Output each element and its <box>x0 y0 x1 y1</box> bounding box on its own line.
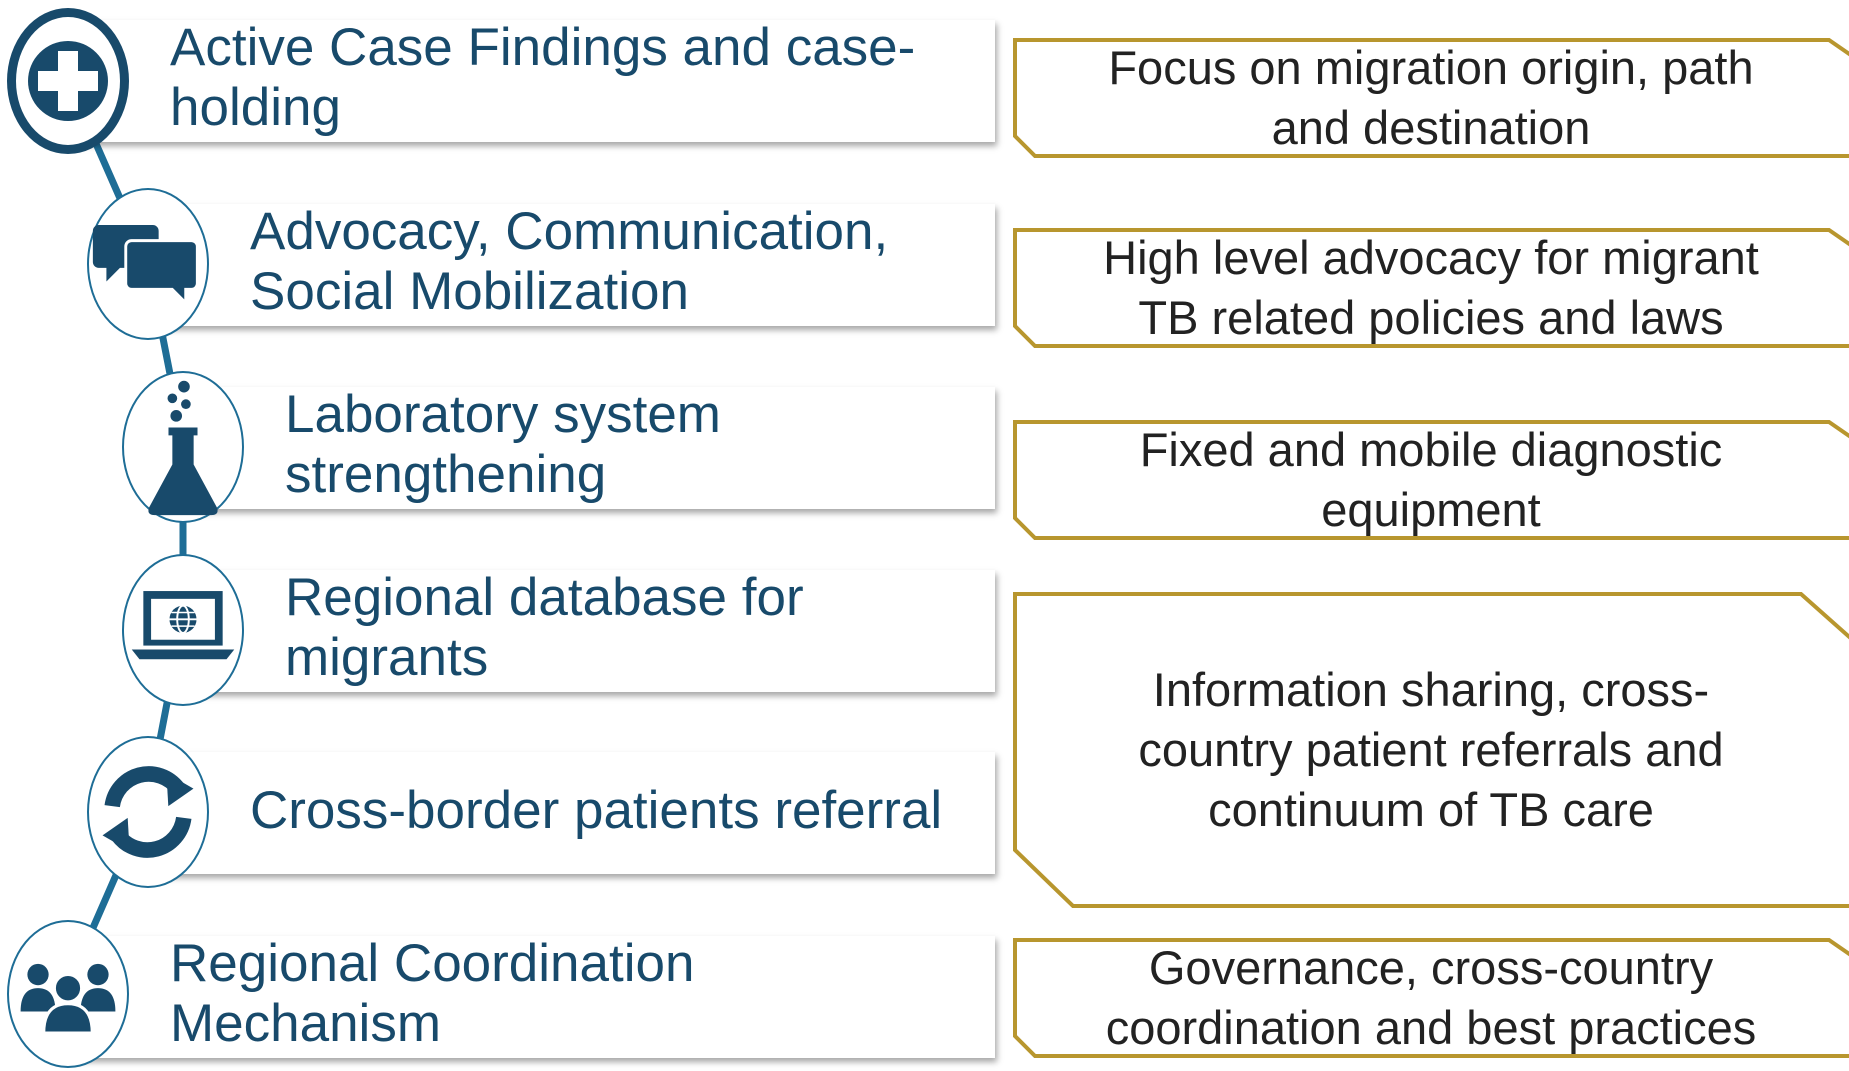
outcome-line-3: continuum of TB care <box>1208 783 1654 836</box>
left-card-active-case-finding <box>70 20 995 142</box>
left-label-active-case-finding: Active Case Findings and case- holding <box>170 18 915 138</box>
medical-cross-icon <box>7 8 129 154</box>
outcome-box-diagnostic: Fixed and mobile diagnostic equipment <box>1013 420 1849 540</box>
left-card-cross-border <box>150 752 995 874</box>
left-card-laboratory <box>185 387 995 509</box>
outcome-box-advocacy: High level advocacy for migrant TB relat… <box>1013 228 1849 348</box>
outcome-box-migration: Focus on migration origin, path and dest… <box>1013 38 1849 158</box>
outcome-line-2: and destination <box>1271 101 1591 154</box>
label-line-2: migrants <box>285 628 489 687</box>
people-group-icon <box>7 920 129 1068</box>
outcome-text-governance: Governance, cross-country coordination a… <box>1013 938 1849 1058</box>
speech-bubbles-icon <box>87 188 209 340</box>
outcome-text-information-sharing: Information sharing, cross- country pati… <box>1013 592 1849 908</box>
outcome-line-1: Fixed and mobile diagnostic <box>1139 423 1723 476</box>
outcome-line-1: Focus on migration origin, path <box>1108 41 1754 94</box>
outcome-line-1: High level advocacy for migrant <box>1103 231 1759 284</box>
label-line-2: strengthening <box>285 445 607 504</box>
label-line-1: Regional Coordination <box>170 934 695 993</box>
label-line-1: Active Case Findings and case- <box>170 18 916 77</box>
left-label-advocacy: Advocacy, Communication, Social Mobiliza… <box>250 202 888 322</box>
flask-icon <box>122 371 244 523</box>
laptop-globe-icon <box>122 554 244 706</box>
left-card-advocacy <box>150 204 995 326</box>
outcome-line-2: coordination and best practices <box>1105 1001 1757 1054</box>
outcome-box-information-sharing: Information sharing, cross- country pati… <box>1013 592 1849 908</box>
outcome-line-2: equipment <box>1321 483 1541 536</box>
left-label-coordination: Regional Coordination Mechanism <box>170 934 694 1054</box>
label-line-2: holding <box>170 78 341 137</box>
left-label-laboratory: Laboratory system strengthening <box>285 385 721 505</box>
label-line-2: Social Mobilization <box>250 262 689 321</box>
outcome-line-1: Governance, cross-country <box>1148 941 1714 994</box>
label-line-1: Cross-border patients referral <box>250 781 943 840</box>
left-card-coordination <box>70 936 995 1058</box>
outcome-box-governance: Governance, cross-country coordination a… <box>1013 938 1849 1058</box>
label-line-1: Regional database for <box>285 568 804 627</box>
refresh-arrows-icon <box>87 736 209 888</box>
outcome-text-migration: Focus on migration origin, path and dest… <box>1013 38 1849 158</box>
outcome-line-1: Information sharing, cross- <box>1152 663 1710 716</box>
label-line-1: Laboratory system <box>285 385 721 444</box>
outcome-line-2: TB related policies and laws <box>1138 291 1724 344</box>
left-label-cross-border: Cross-border patients referral <box>250 781 942 841</box>
outcome-line-2: country patient referrals and <box>1138 723 1724 776</box>
label-line-2: Mechanism <box>170 994 441 1053</box>
left-label-regional-database: Regional database for migrants <box>285 568 804 688</box>
outcome-text-diagnostic: Fixed and mobile diagnostic equipment <box>1013 420 1849 540</box>
left-card-regional-database <box>185 570 995 692</box>
outcome-text-advocacy: High level advocacy for migrant TB relat… <box>1013 228 1849 348</box>
label-line-1: Advocacy, Communication, <box>250 202 889 261</box>
